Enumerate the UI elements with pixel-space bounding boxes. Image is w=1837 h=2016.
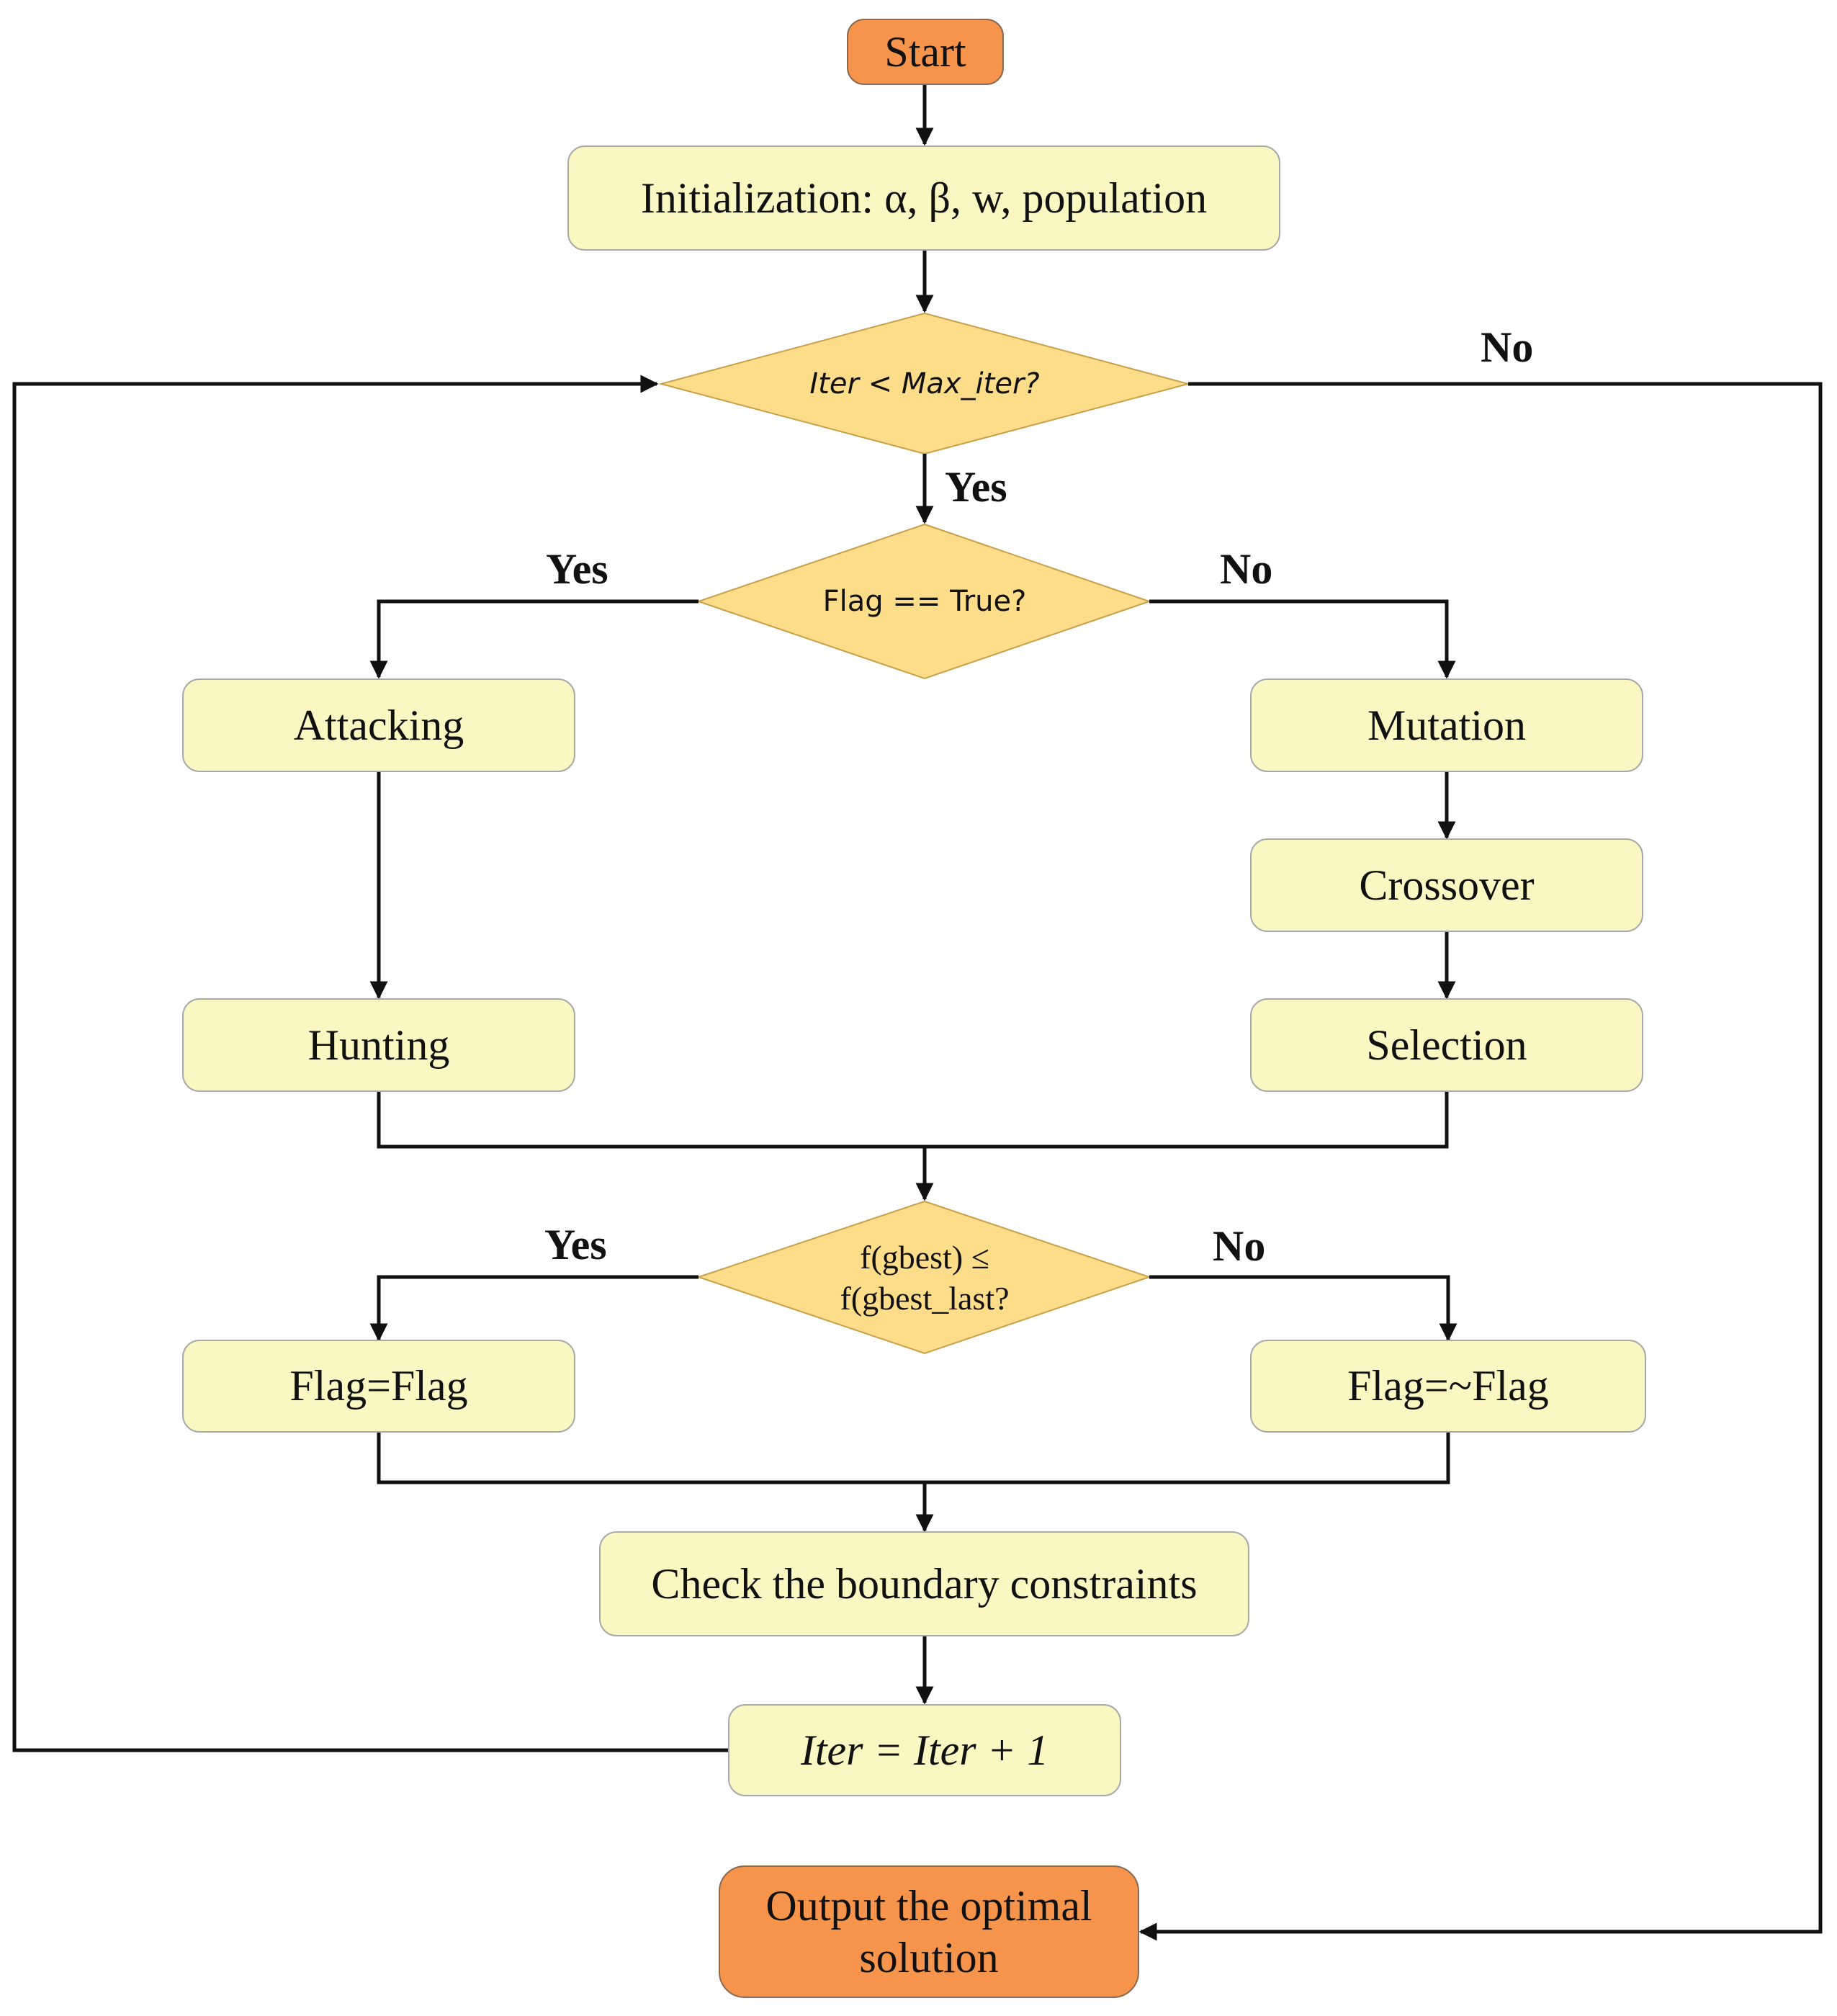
gbest-check-line1: f(gbest) ≤: [860, 1238, 989, 1276]
iter-increment-box: Iter = Iter + 1: [728, 1704, 1121, 1796]
connector-gbest-no: [1149, 1275, 1458, 1342]
gbest-check-line2: f(gbest_last?: [840, 1280, 1010, 1317]
connector-merge-1: [377, 1092, 1449, 1149]
flag-check-label: Flag == True?: [822, 585, 1027, 618]
boundary-box: Check the boundary constraints: [599, 1531, 1249, 1636]
flag-keep-box: Flag=Flag: [182, 1340, 575, 1433]
flag-yes-label: Yes: [546, 545, 608, 593]
mutation-label: Mutation: [1367, 701, 1526, 749]
output-line2: solution: [859, 1934, 999, 1981]
output-terminal: Output the optimal solution: [719, 1865, 1139, 1998]
gbest-check-text: f(gbest) ≤ f(gbest_last?: [771, 1232, 1079, 1324]
iter-no-label: No: [1481, 323, 1534, 371]
crossover-box: Crossover: [1250, 838, 1643, 932]
connector-flag-yes: [369, 599, 699, 679]
attacking-label: Attacking: [293, 701, 464, 749]
initialization-box: Initialization: α, β, w, population: [567, 145, 1280, 251]
connector-gbest-yes: [369, 1275, 699, 1342]
gbest-yes-label: Yes: [544, 1221, 607, 1268]
flag-check-text: Flag == True?: [771, 576, 1079, 627]
iter-check-label: Iter < Max_iter?: [809, 367, 1040, 400]
selection-label: Selection: [1366, 1021, 1527, 1069]
mutation-box: Mutation: [1250, 678, 1643, 772]
start-terminal: Start: [847, 19, 1004, 85]
iter-increment-label: Iter = Iter + 1: [800, 1726, 1049, 1774]
flag-flip-box: Flag=~Flag: [1250, 1340, 1646, 1433]
gbest-check-diamond: [696, 1200, 1152, 1355]
crossover-label: Crossover: [1359, 861, 1535, 909]
connector-flag-no: [1149, 599, 1456, 679]
flag-no-label: No: [1220, 545, 1273, 593]
connector-iter-no: [1138, 382, 1823, 1941]
selection-box: Selection: [1250, 998, 1643, 1092]
hunting-label: Hunting: [307, 1021, 450, 1069]
attacking-box: Attacking: [182, 678, 575, 772]
iter-check-text: Iter < Max_iter?: [733, 359, 1116, 409]
gbest-no-label: No: [1213, 1222, 1266, 1270]
flag-keep-label: Flag=Flag: [289, 1362, 468, 1410]
initialization-label: Initialization: α, β, w, population: [640, 174, 1208, 222]
boundary-label: Check the boundary constraints: [651, 1559, 1198, 1608]
connector-merge-2: [377, 1433, 1450, 1484]
start-label: Start: [884, 27, 966, 76]
flag-flip-label: Flag=~Flag: [1347, 1362, 1549, 1410]
iter-yes-label: Yes: [945, 463, 1007, 511]
output-line1: Output the optimal: [765, 1882, 1092, 1930]
connector-loop-back: [12, 375, 728, 1752]
hunting-box: Hunting: [182, 998, 575, 1092]
flag-check-diamond: [696, 523, 1152, 680]
